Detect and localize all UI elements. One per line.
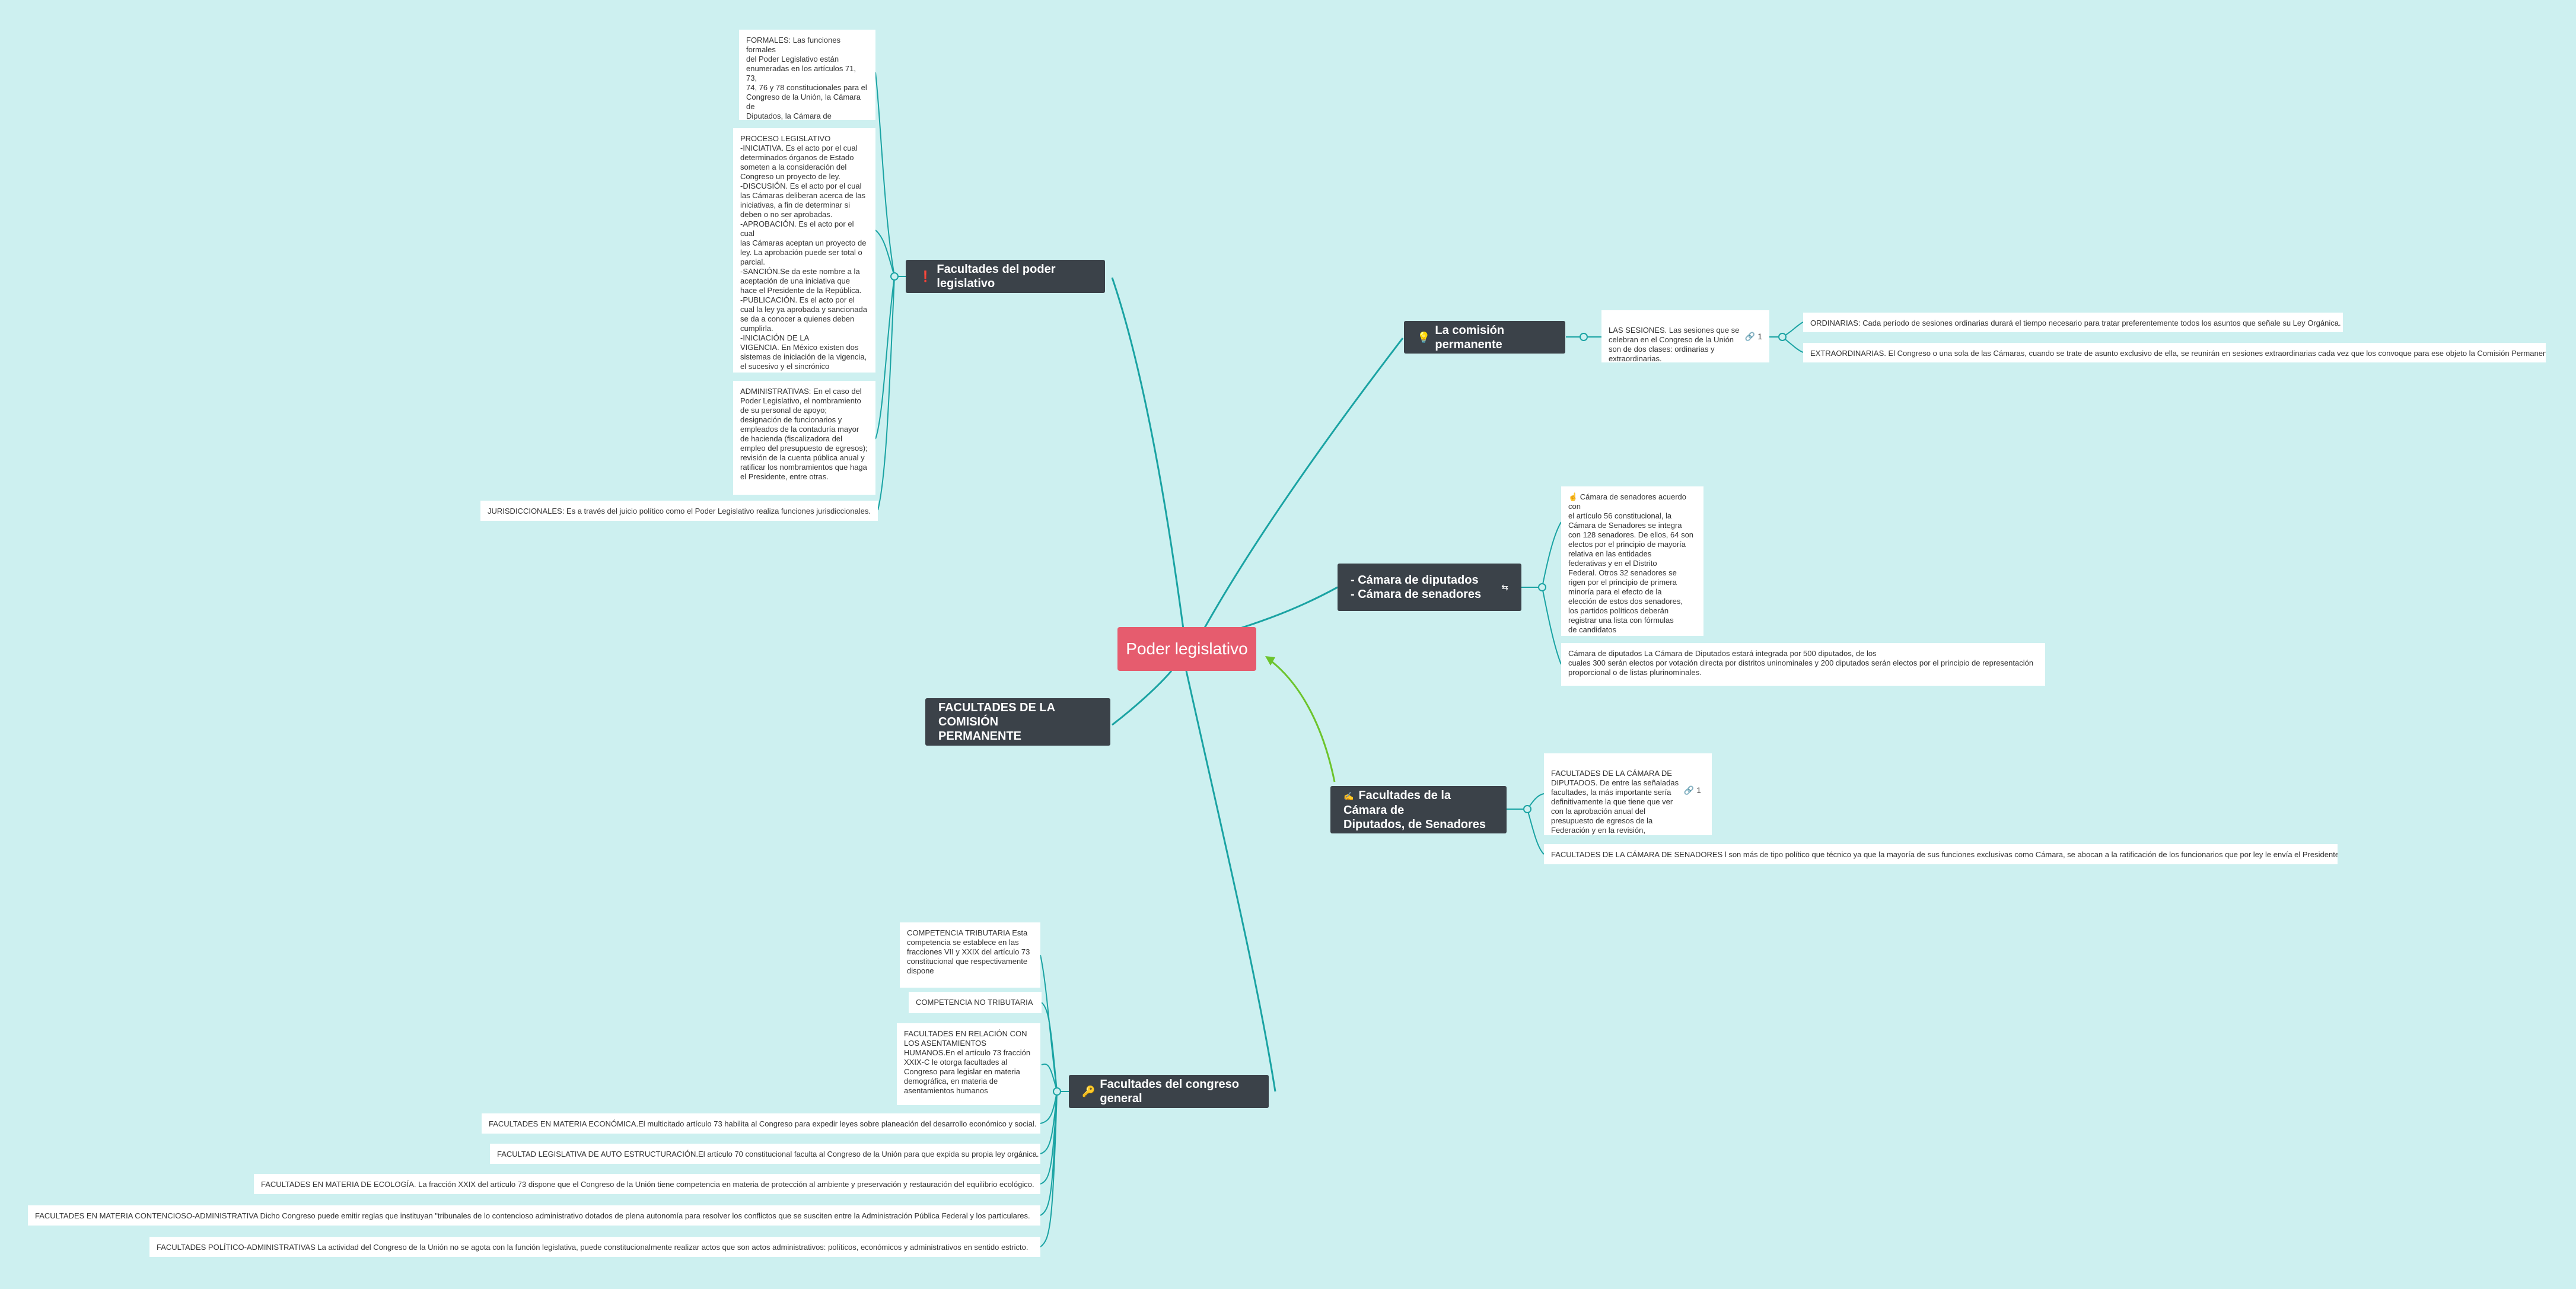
attachment-count[interactable]: 🔗 1: [1745, 332, 1762, 341]
note-politico-administrativas[interactable]: FACULTADES POLÍTICO-ADMINISTRATIVAS La a…: [149, 1237, 1040, 1257]
writing-icon: ✍: [1343, 791, 1354, 801]
note-materia-ecologia[interactable]: FACULTADES EN MATERIA DE ECOLOGÍA. La fr…: [254, 1174, 1040, 1194]
topic-label-line: - Cámara de diputados: [1351, 574, 1479, 587]
topic-label: FACULTADES DE LA COMISIÓN PERMANENTE: [938, 701, 1097, 743]
note-camara-senadores[interactable]: ☝ Cámara de senadores acuerdo con el art…: [1561, 486, 1703, 636]
lightbulb-icon: 💡: [1417, 331, 1431, 343]
note-jurisdiccionales[interactable]: JURISDICCIONALES: Es a través del juicio…: [480, 501, 878, 521]
attachment-count[interactable]: 🔗 1: [1684, 785, 1701, 795]
note-text: LAS SESIONES. Las sesiones que se celebr…: [1609, 326, 1740, 362]
relationship-icon: ⇆: [1501, 583, 1508, 592]
topic-label: La comisión permanente: [1435, 323, 1505, 351]
note-text: FACULTADES DE LA CÁMARA DE DIPUTADOS. De…: [1551, 769, 1679, 835]
note-facultades-diputados[interactable]: FACULTADES DE LA CÁMARA DE DIPUTADOS. De…: [1544, 753, 1712, 835]
topic-label-line: PERMANENTE: [938, 730, 1022, 743]
exclamation-icon: ❗: [919, 270, 932, 282]
topic-label-line: Diputados, de Senadores: [1343, 817, 1486, 831]
note-administrativas[interactable]: ADMINISTRATIVAS: En el caso del Poder Le…: [733, 381, 875, 495]
link-icon: 🔗: [1744, 332, 1756, 341]
note-contencioso-administrativa[interactable]: FACULTADES EN MATERIA CONTENCIOSO-ADMINI…: [28, 1205, 1040, 1226]
note-auto-estructuracion[interactable]: FACULTAD LEGISLATIVA DE AUTO ESTRUCTURAC…: [490, 1144, 1040, 1164]
note-materia-economica[interactable]: FACULTADES EN MATERIA ECONÓMICA.El multi…: [482, 1113, 1040, 1134]
note-extraordinarias[interactable]: EXTRAORDINARIAS. El Congreso o una sola …: [1803, 343, 2546, 362]
topic-label-line: Facultades de la Cámara de: [1343, 788, 1451, 817]
note-camara-diputados[interactable]: Cámara de diputados La Cámara de Diputad…: [1561, 643, 2045, 686]
note-ordinarias[interactable]: ORDINARIAS: Cada período de sesiones ord…: [1803, 313, 2343, 332]
note-formales[interactable]: FORMALES: Las funciones formales del Pod…: [739, 30, 875, 120]
topic-facultades-comision-permanente[interactable]: FACULTADES DE LA COMISIÓN PERMANENTE: [925, 698, 1110, 746]
attachment-count-value: 1: [1696, 785, 1701, 795]
topic-facultades-poder-legislativo[interactable]: ❗ Facultades del poder legislativo: [906, 260, 1105, 293]
topic-label: Facultades del congreso general: [1100, 1078, 1239, 1105]
topic-label: Facultades del poder legislativo: [937, 263, 1056, 290]
key-icon: 🔑: [1082, 1086, 1096, 1097]
topic-facultades-camaras[interactable]: ✍Facultades de la Cámara de Diputados, d…: [1330, 786, 1507, 833]
note-las-sesiones[interactable]: LAS SESIONES. Las sesiones que se celebr…: [1601, 310, 1769, 362]
topic-label-line: FACULTADES DE LA COMISIÓN: [938, 701, 1055, 728]
note-competencia-no-tributaria[interactable]: COMPETENCIA NO TRIBUTARIA: [909, 992, 1042, 1013]
topic-facultades-congreso-general[interactable]: 🔑 Facultades del congreso general: [1069, 1075, 1269, 1108]
topic-label-line: - Cámara de senadores: [1351, 588, 1482, 601]
attachment-count-value: 1: [1757, 332, 1762, 341]
topic-comision-permanente[interactable]: 💡 La comisión permanente: [1404, 321, 1565, 354]
note-proceso-legislativo[interactable]: PROCESO LEGISLATIVO -INICIATIVA. Es el a…: [733, 128, 875, 373]
central-topic[interactable]: Poder legislativo: [1117, 627, 1256, 671]
topic-label: ✍Facultades de la Cámara de Diputados, d…: [1343, 788, 1494, 832]
note-competencia-tributaria[interactable]: COMPETENCIA TRIBUTARIA Esta competencia …: [900, 922, 1040, 988]
note-facultades-senadores[interactable]: FACULTADES DE LA CÁMARA DE SENADORES l s…: [1544, 844, 2338, 864]
note-asentamientos-humanos[interactable]: FACULTADES EN RELACIÓN CON LOS ASENTAMIE…: [897, 1023, 1040, 1105]
topic-camaras[interactable]: - Cámara de diputados - Cámara de senado…: [1338, 564, 1521, 611]
link-icon: 🔗: [1683, 785, 1695, 795]
topic-label: - Cámara de diputados - Cámara de senado…: [1351, 573, 1481, 601]
